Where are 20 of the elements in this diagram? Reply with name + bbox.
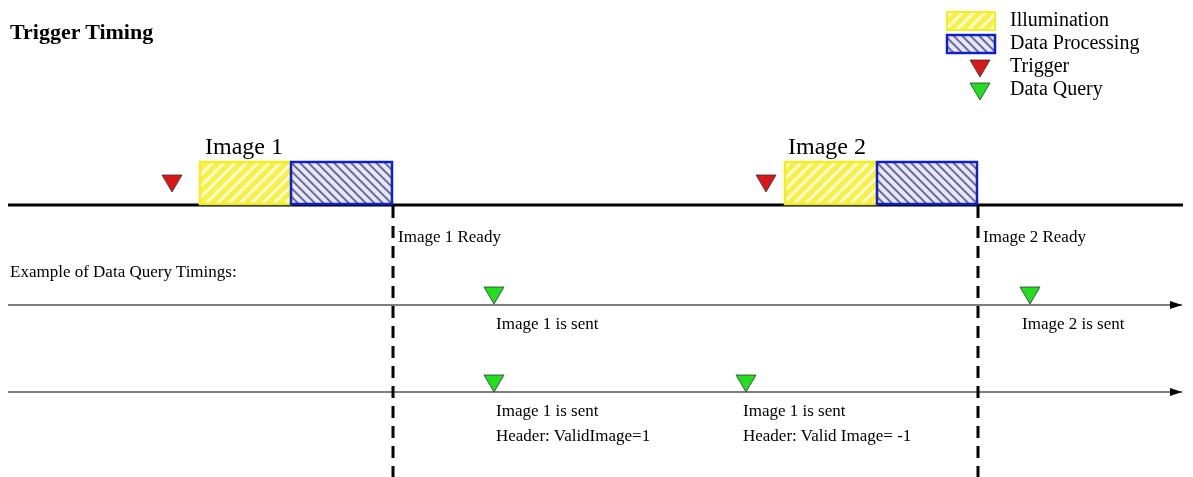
legend-label: Data Query xyxy=(1010,77,1103,99)
illumination-block xyxy=(198,160,293,206)
image-label: Image 1 xyxy=(205,133,283,160)
event-label: Image 2 is sent xyxy=(1022,315,1125,334)
illumination-block xyxy=(783,160,879,206)
image-label: Image 2 xyxy=(788,133,866,160)
section-heading: Example of Data Query Timings: xyxy=(10,263,237,282)
legend-label: Data Processing xyxy=(1010,31,1140,53)
header-note: Header: Valid Image= -1 xyxy=(743,427,912,446)
event-label: Image 1 is sent xyxy=(743,402,846,421)
ready-label: Image 1 Ready xyxy=(398,228,501,247)
processing-block xyxy=(875,160,979,206)
legend-label: Illumination xyxy=(1010,8,1109,30)
ready-label: Image 2 Ready xyxy=(983,228,1086,247)
legend-label: Trigger xyxy=(1010,54,1070,76)
processing-block xyxy=(289,160,394,206)
event-label: Image 1 is sent xyxy=(496,402,599,421)
title: Trigger Timing xyxy=(10,20,154,45)
event-label: Image 1 is sent xyxy=(496,315,599,334)
header-note: Header: ValidImage=1 xyxy=(496,427,651,446)
